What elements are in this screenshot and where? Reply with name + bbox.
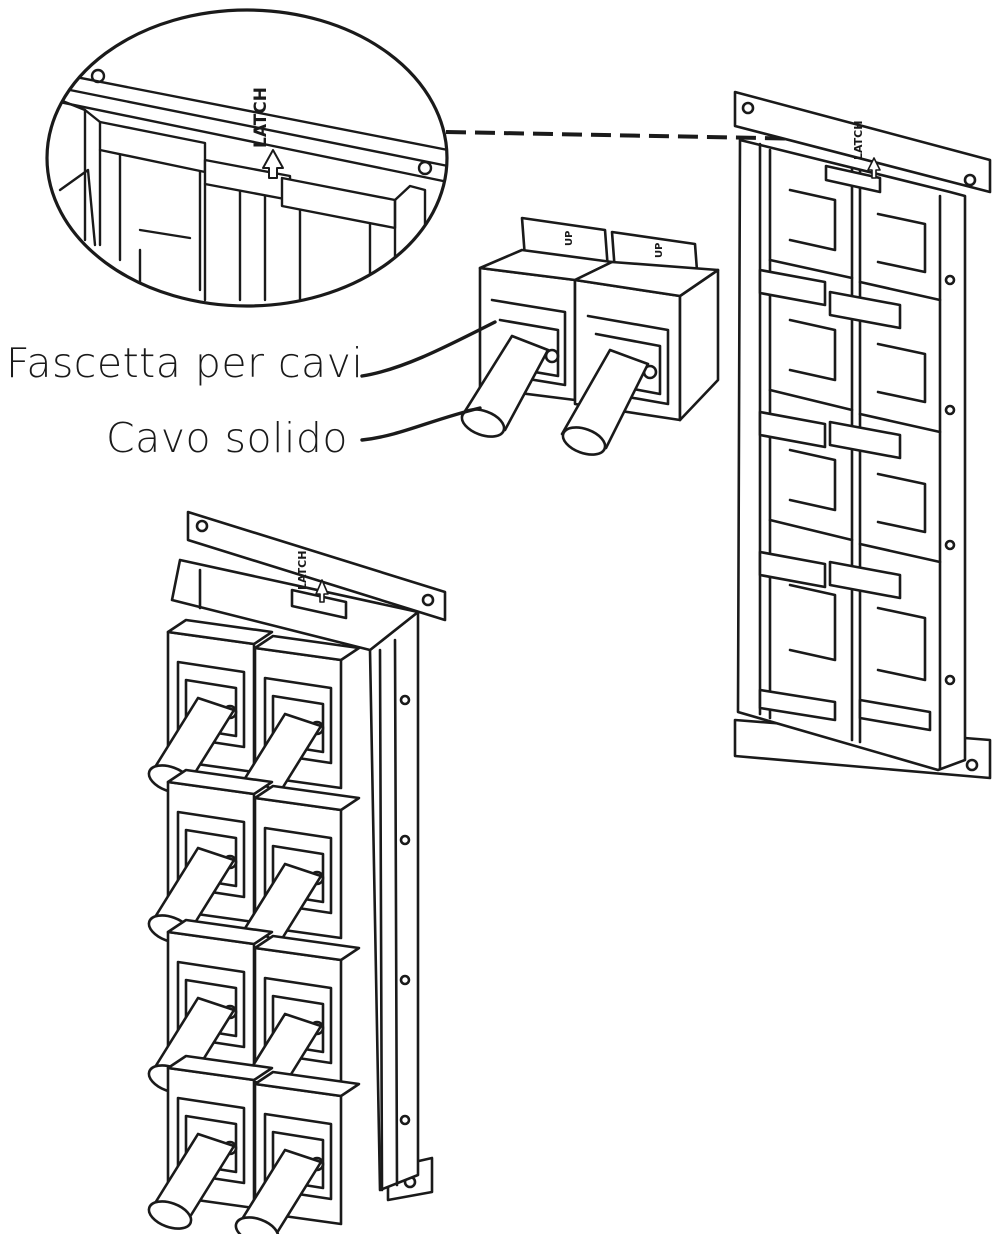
latch-marking-empty-panel: LATCH — [852, 121, 865, 160]
empty-panel: LATCH — [733, 90, 992, 780]
module-r4-c1 — [147, 1054, 274, 1230]
up-marking-2: UP — [654, 243, 665, 258]
cable-tie-label: Fascetta per cavi — [6, 339, 364, 387]
module-pair: UP UP — [460, 216, 720, 456]
module-r2-c1 — [147, 768, 274, 944]
label-leaders — [360, 320, 497, 442]
latch-marking-detail: LATCH — [251, 87, 271, 148]
latch-marking-populated-panel: LATCH — [296, 551, 309, 590]
detail-magnifier: LATCH — [45, 8, 866, 308]
solid-cable-label: Cavo solido — [106, 414, 348, 462]
up-marking-1: UP — [564, 231, 575, 246]
populated-panel: LATCH — [147, 510, 447, 1239]
